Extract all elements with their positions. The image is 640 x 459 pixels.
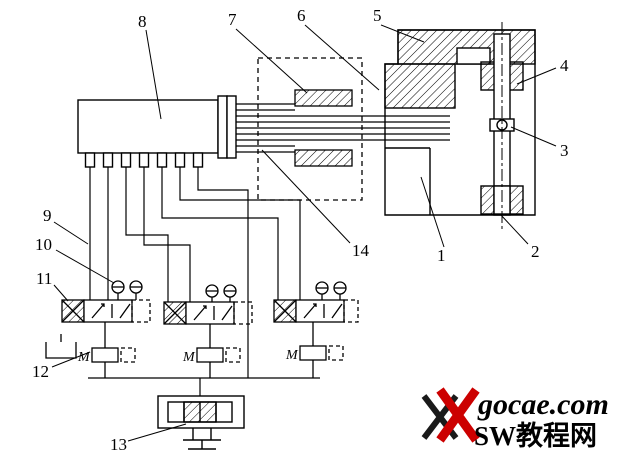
label-11: 11 xyxy=(36,269,52,288)
leader-7 xyxy=(235,28,308,94)
label-1: 1 xyxy=(437,246,446,265)
tank-symbol xyxy=(45,334,77,359)
valve-spring-box xyxy=(131,299,151,323)
housing-left-block xyxy=(384,63,456,109)
leader-14 xyxy=(261,149,351,244)
pump-unit-box xyxy=(91,347,119,363)
leader-6 xyxy=(304,24,380,91)
leader-8 xyxy=(145,29,162,120)
pump-unit-box xyxy=(196,347,224,363)
leader-11 xyxy=(53,284,69,302)
port-stub xyxy=(120,152,132,168)
valve-symbols xyxy=(303,303,343,319)
shaft-core-lines xyxy=(236,115,450,141)
coupling-ring xyxy=(226,95,237,159)
label-3: 3 xyxy=(560,141,569,160)
motor-label-1: M xyxy=(77,350,91,365)
valve-station-2 xyxy=(163,284,253,378)
valve-body xyxy=(83,299,133,323)
pump-stand xyxy=(183,428,221,450)
leader-1 xyxy=(420,176,445,248)
port-stub xyxy=(192,152,204,168)
union-sleeve-bottom xyxy=(294,149,353,167)
pipe-7 xyxy=(197,167,249,378)
port-stub xyxy=(156,152,168,168)
pipe-6 xyxy=(179,167,301,300)
label-13: 13 xyxy=(110,435,127,454)
hydraulic-piping xyxy=(88,167,320,396)
watermark-site-cn-text: SW教程网 xyxy=(474,421,597,451)
distributor-block xyxy=(77,95,237,168)
leader-13 xyxy=(127,423,187,442)
distributor-body xyxy=(77,99,219,154)
label-5: 5 xyxy=(373,6,382,25)
pump-unit-dashed xyxy=(120,347,136,363)
valve-symbols xyxy=(91,303,131,319)
leader-9 xyxy=(53,221,89,245)
pump-unit-box xyxy=(299,345,327,361)
solenoid-cross xyxy=(273,299,297,323)
leader-5 xyxy=(380,24,425,43)
cylinder-housing xyxy=(384,22,536,232)
leader-12 xyxy=(51,351,91,368)
valve-symbols xyxy=(193,305,233,321)
valve-body xyxy=(295,299,345,323)
label-7: 7 xyxy=(228,10,237,29)
label-4: 4 xyxy=(560,56,569,75)
coupling-ring xyxy=(217,95,228,159)
leader-2 xyxy=(499,213,529,245)
label-14: 14 xyxy=(352,241,370,260)
watermark: gocae.com SW教程网 xyxy=(421,387,609,451)
tank-outline xyxy=(45,342,77,359)
label-10: 10 xyxy=(35,235,52,254)
housing-outline xyxy=(384,29,536,216)
label-2: 2 xyxy=(531,242,540,261)
leader-3 xyxy=(510,126,557,147)
motor-labels: M M M xyxy=(77,348,299,365)
watermark-logo-red-x xyxy=(436,387,480,443)
leader-lines xyxy=(51,24,557,442)
callout-labels: 8 7 6 5 4 3 2 1 14 9 10 11 12 13 xyxy=(32,6,569,454)
valve-spring-box xyxy=(343,299,359,323)
pipe-4 xyxy=(143,167,191,302)
port-stub xyxy=(138,152,150,168)
valve-station-1 xyxy=(61,280,151,378)
solenoid-cross xyxy=(163,301,187,325)
port-stub xyxy=(174,152,186,168)
pump-core-dividers xyxy=(183,402,217,422)
valve-station-3 xyxy=(273,281,359,378)
shaft-outer-lines xyxy=(236,103,295,153)
port-stub xyxy=(84,152,96,168)
pipe-3 xyxy=(125,167,169,302)
pipe-5 xyxy=(161,167,279,300)
leader-10 xyxy=(55,249,115,284)
port-stub xyxy=(102,152,114,168)
motor-label-3: M xyxy=(285,348,299,363)
pump-unit-dashed xyxy=(225,347,241,363)
motor-label-2: M xyxy=(182,350,196,365)
leader-4 xyxy=(516,67,557,85)
label-9: 9 xyxy=(43,206,52,225)
valve-spring-box xyxy=(233,301,253,325)
union-dashed-boundary xyxy=(257,57,363,201)
union-sleeve-top xyxy=(294,89,353,107)
solenoid-cross xyxy=(61,299,85,323)
watermark-site-text: gocae.com xyxy=(477,388,609,421)
label-8: 8 xyxy=(138,12,147,31)
pump-block xyxy=(157,395,245,450)
housing-top-notch xyxy=(456,47,491,65)
label-12: 12 xyxy=(32,362,49,381)
pump-unit-dashed xyxy=(328,345,344,361)
label-6: 6 xyxy=(297,6,306,25)
housing-step xyxy=(385,147,431,215)
